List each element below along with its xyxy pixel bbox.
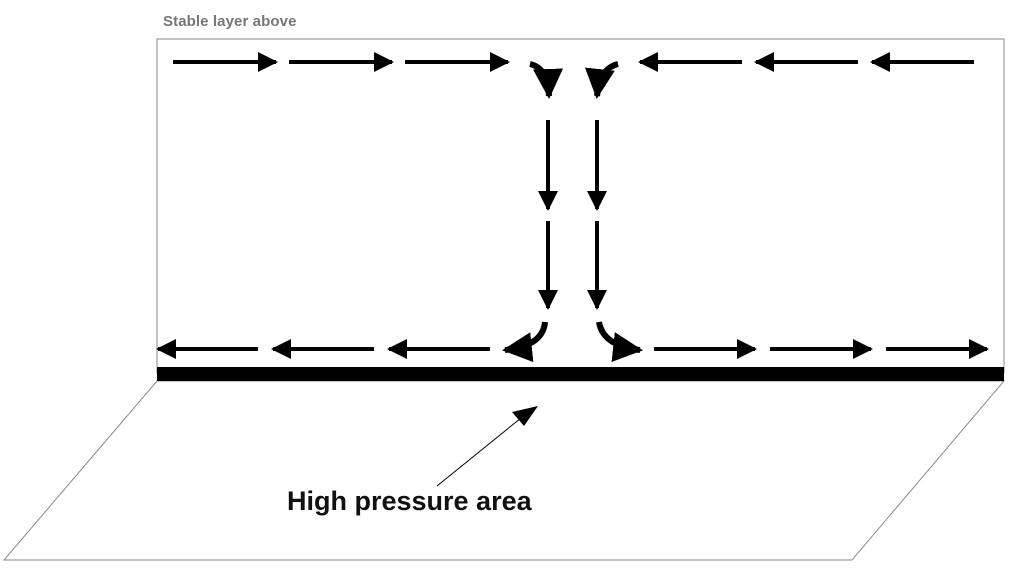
curved-arrow-left-icon [502, 321, 548, 363]
pointer-arrowhead-icon [512, 406, 538, 426]
high-pressure-label: High pressure area [287, 486, 532, 516]
descending-flow [538, 120, 607, 310]
surface-line [157, 367, 1004, 381]
stable-layer-label: Stable layer above [163, 13, 297, 30]
ground-plane [2, 380, 1006, 561]
diverging-arrows [502, 321, 643, 363]
curved-arrow-right-icon [596, 321, 643, 363]
converging-arrows [529, 61, 619, 99]
curved-arrow-down-icon [529, 61, 564, 99]
curved-arrow-down-icon [584, 61, 619, 99]
air-column-box [156, 38, 1005, 374]
pointer-line [436, 417, 522, 487]
